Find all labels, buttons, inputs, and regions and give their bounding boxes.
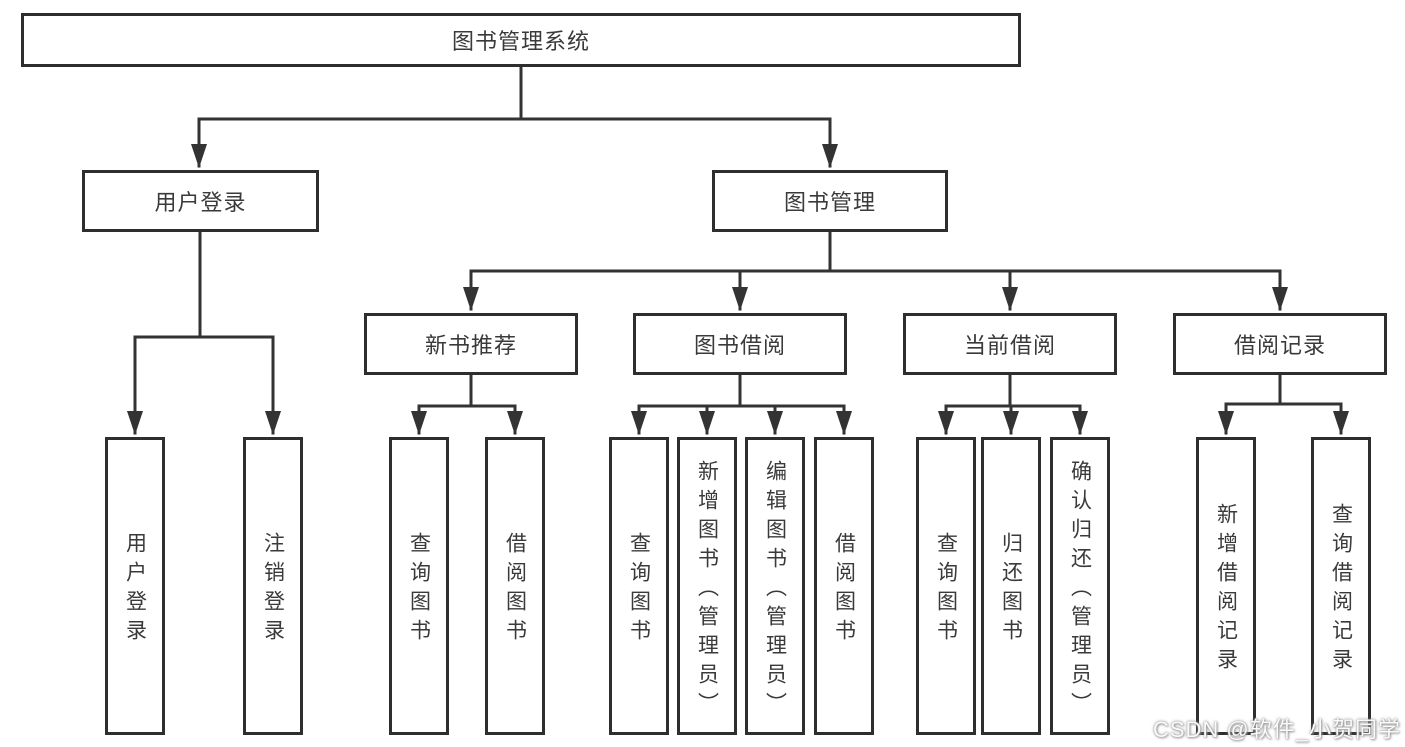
node-borrowing-records: 借阅记录	[1173, 313, 1387, 375]
leaf-logout: 注销登录	[243, 437, 303, 735]
leaf-borrow-books-recommend: 借阅图书	[485, 437, 545, 735]
node-library-management-system: 图书管理系统	[21, 13, 1021, 67]
leaf-borrow-books-borrowing: 借阅图书	[814, 437, 874, 735]
node-current-borrowing: 当前借阅	[903, 313, 1117, 375]
leaf-add-books-admin: 新增图书（管理员）	[677, 437, 737, 735]
node-new-book-recommendation: 新书推荐	[364, 313, 578, 375]
leaf-return-books: 归还图书	[981, 437, 1041, 735]
node-book-management: 图书管理	[712, 170, 948, 232]
leaf-confirm-return-admin: 确认归还（管理员）	[1050, 437, 1110, 735]
leaf-edit-books-admin: 编辑图书（管理员）	[745, 437, 805, 735]
csdn-watermark: CSDN @软件_小贺同学	[1152, 717, 1401, 742]
leaf-query-books-current: 查询图书	[916, 437, 976, 735]
node-book-borrowing: 图书借阅	[633, 313, 847, 375]
leaf-query-books-borrowing: 查询图书	[609, 437, 669, 735]
leaf-add-borrow-record: 新增借阅记录	[1196, 437, 1256, 735]
node-user-login: 用户登录	[82, 170, 319, 232]
leaf-user-login: 用户登录	[105, 437, 165, 735]
leaf-query-books-recommend: 查询图书	[389, 437, 449, 735]
leaf-query-borrow-record: 查询借阅记录	[1311, 437, 1371, 735]
